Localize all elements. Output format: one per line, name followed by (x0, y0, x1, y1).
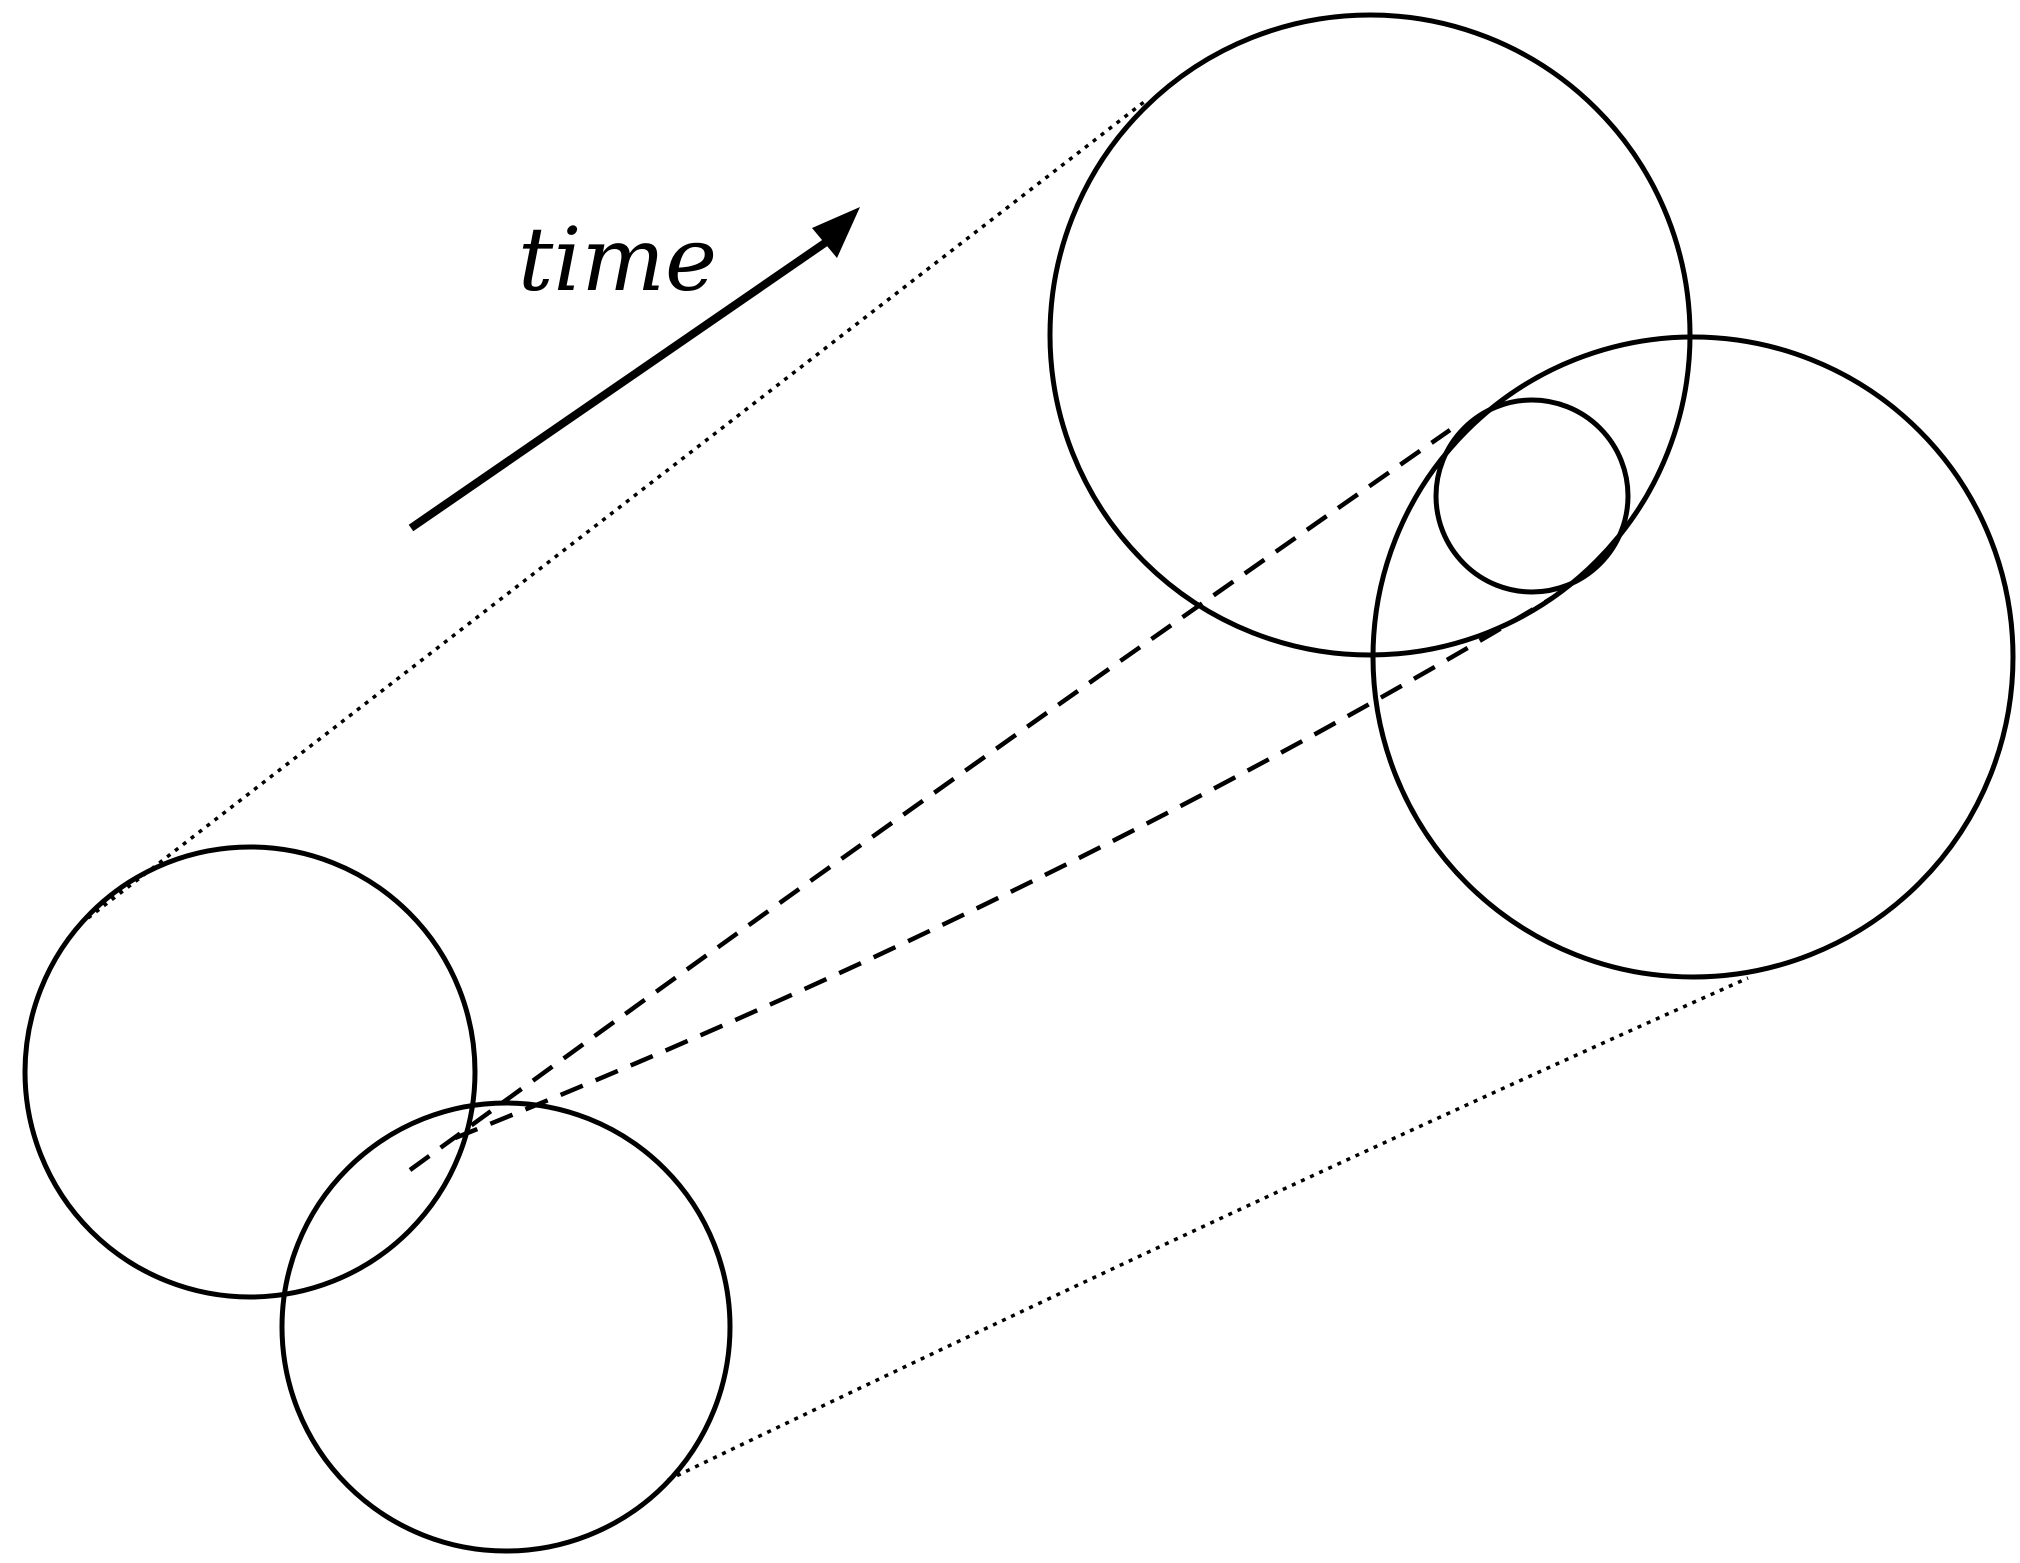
time-arrow-head (812, 207, 860, 258)
time-arrow-shaft (408, 232, 838, 532)
dotted-envelope-lower (667, 976, 1749, 1482)
dashed-connector-lower (454, 596, 1554, 1141)
early-circle-lower (279, 1100, 733, 1554)
late-circle-lower (1370, 334, 2016, 980)
overlap-small-circle (1433, 397, 1631, 595)
late-circle-upper (1047, 12, 1693, 658)
time-label: time (518, 208, 717, 311)
dashed-connector-upper (408, 428, 1452, 1172)
early-circle-upper (22, 844, 478, 1300)
dotted-envelope-upper (86, 100, 1146, 920)
